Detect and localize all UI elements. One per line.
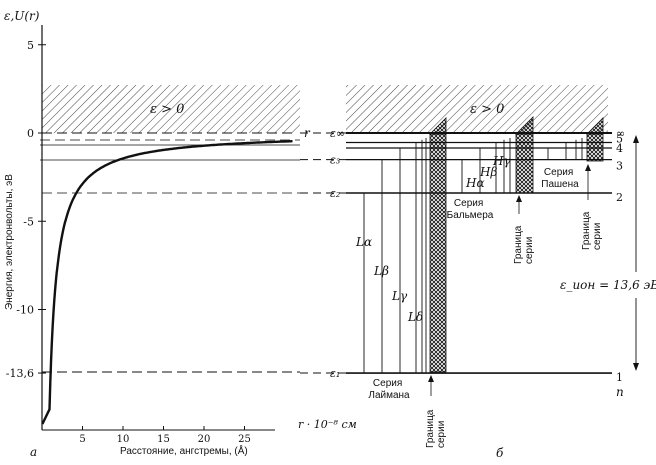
paschen-limit-band	[586, 133, 604, 162]
lyman-series-name: Серия Лаймана	[368, 378, 410, 401]
y-tick-label: -5	[23, 215, 34, 228]
level-label-1: ε₁	[330, 367, 340, 380]
balmer-series-name: Серия Бальмера	[447, 198, 494, 221]
y-tick-label: -10	[16, 304, 34, 317]
level-n-∞: ∞	[616, 127, 625, 140]
level-n-1: 1	[616, 371, 623, 384]
x-tick-label: 20	[198, 434, 211, 445]
level-n-4: 4	[616, 142, 623, 155]
level-label-3: ε₃	[330, 154, 340, 167]
level-label-∞: ε∞	[330, 127, 345, 140]
lyman-limit-label: Граница серии	[425, 375, 447, 448]
y-tick-label: 5	[27, 39, 34, 52]
lyman-line-label: Lγ	[391, 289, 408, 303]
ionization-energy-label: ε_ион = 13,6 эВ	[560, 278, 656, 292]
balmer-line-label: Hγ	[492, 154, 511, 168]
level-n-2: 2	[616, 191, 623, 204]
left-y-axis-label: ε,U(r)	[4, 9, 40, 23]
x-tick-label: 25	[238, 434, 251, 445]
balmer-limit-label: Граница серии	[513, 195, 535, 264]
x-tick-label: 5	[79, 434, 85, 445]
left-x-axis-title: Расстояние, ангстремы, (Å)	[120, 444, 248, 457]
paschen-limit-label: Граница серии	[581, 164, 603, 250]
level-label-2: ε₂	[330, 187, 340, 200]
energy-levels: ε₁ 1 ε₂ 2 ε₃ 3 45 ε∞ ∞	[300, 127, 625, 384]
potential-energy-curve	[41, 140, 293, 425]
lyman-line-label: Lβ	[373, 264, 389, 278]
level-n-5: 5	[616, 133, 623, 146]
lyman-line-label: Lα	[355, 235, 372, 249]
y-tick-label: -13,6	[6, 367, 34, 380]
svg-text:Граница серии: Граница серии	[581, 209, 603, 250]
paschen-series	[547, 137, 583, 160]
right-n-axis-label: n	[616, 385, 624, 399]
right-panel-letter: б	[496, 446, 504, 460]
left-panel: ε > 0 ε,U(r) Энергия, электронвольты, эВ…	[4, 9, 357, 459]
left-panel-letter: a	[30, 445, 37, 459]
x-tick-label: 15	[157, 434, 170, 445]
left-region-label: ε > 0	[150, 102, 184, 117]
ionization-arrow	[633, 135, 639, 371]
lyman-limit-band	[429, 133, 447, 373]
balmer-line-label: Hβ	[479, 165, 497, 179]
balmer-limit-tip	[515, 116, 534, 135]
svg-text:Граница серии: Граница серии	[513, 223, 535, 264]
x-tick-label: 10	[117, 434, 130, 445]
left-y-ticks: 5 0 -5 -10 -13,6	[6, 39, 46, 380]
lyman-line-label: Lδ	[407, 310, 423, 324]
left-continuum-hatch	[42, 85, 300, 133]
paschen-limit-tip	[586, 117, 604, 135]
left-y-axis-title: Энергия, электронвольты, эВ	[4, 174, 15, 310]
left-x-ticks: 5 10 15 20 25	[79, 426, 251, 445]
right-continuum-hatch	[346, 85, 608, 133]
balmer-limit-band	[515, 133, 534, 194]
paschen-series-name: Серия Пашена	[541, 167, 579, 190]
balmer-line-label: Hα	[465, 176, 485, 190]
right-region-label: ε > 0	[470, 102, 504, 117]
svg-text:Граница серии: Граница серии	[425, 407, 447, 448]
left-x-axis-label: r · 10⁻⁸ см	[298, 418, 357, 431]
level-n-3: 3	[616, 160, 623, 173]
lyman-limit-tip	[429, 117, 447, 135]
y-tick-label: 0	[27, 127, 34, 140]
